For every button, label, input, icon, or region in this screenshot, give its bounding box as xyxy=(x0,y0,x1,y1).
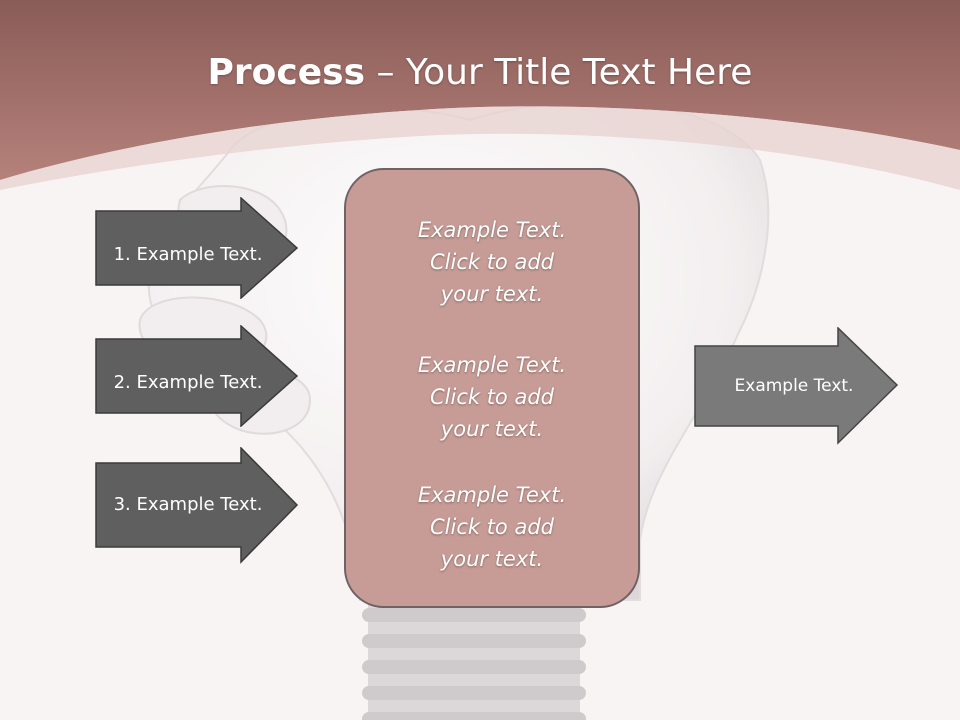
input-arrow-2[interactable]: 2. Example Text. xyxy=(95,325,299,427)
center-line: Example Text. xyxy=(417,218,567,242)
center-line: Example Text. xyxy=(417,353,567,377)
output-arrow[interactable]: Example Text. xyxy=(694,326,900,445)
header-curve-light xyxy=(0,106,960,190)
arrow-shape xyxy=(95,325,299,427)
center-line: your text. xyxy=(440,547,544,571)
center-line: your text. xyxy=(440,282,544,306)
input-arrow-3[interactable]: 3. Example Text. xyxy=(95,447,299,564)
input-arrow-label: 1. Example Text. xyxy=(113,244,263,265)
header-band xyxy=(0,0,960,180)
center-line: Example Text. xyxy=(417,483,567,507)
output-arrow-label: Example Text. xyxy=(734,376,854,396)
input-arrow-label: 2. Example Text. xyxy=(113,372,263,393)
center-line: your text. xyxy=(440,417,544,441)
arrow-shape xyxy=(694,326,899,445)
center-text-box[interactable]: Example Text. Click to add your text. Ex… xyxy=(344,168,640,608)
slide-title[interactable]: Process – Your Title Text Here xyxy=(0,52,960,93)
center-text-block-2: Example Text. Click to add your text. xyxy=(346,349,638,445)
title-rest: – Your Title Text Here xyxy=(365,52,753,93)
center-text-block-3: Example Text. Click to add your text. xyxy=(346,479,638,575)
center-line: Click to add xyxy=(429,250,554,274)
bulb-base xyxy=(362,600,586,720)
arrow-shape xyxy=(95,197,299,299)
center-text-block-1: Example Text. Click to add your text. xyxy=(346,214,638,310)
center-line: Click to add xyxy=(429,385,554,409)
center-line: Click to add xyxy=(429,515,554,539)
title-bold: Process xyxy=(207,52,366,93)
arrow-shape xyxy=(95,447,299,564)
input-arrow-label: 3. Example Text. xyxy=(113,494,263,515)
input-arrow-1[interactable]: 1. Example Text. xyxy=(95,197,299,299)
